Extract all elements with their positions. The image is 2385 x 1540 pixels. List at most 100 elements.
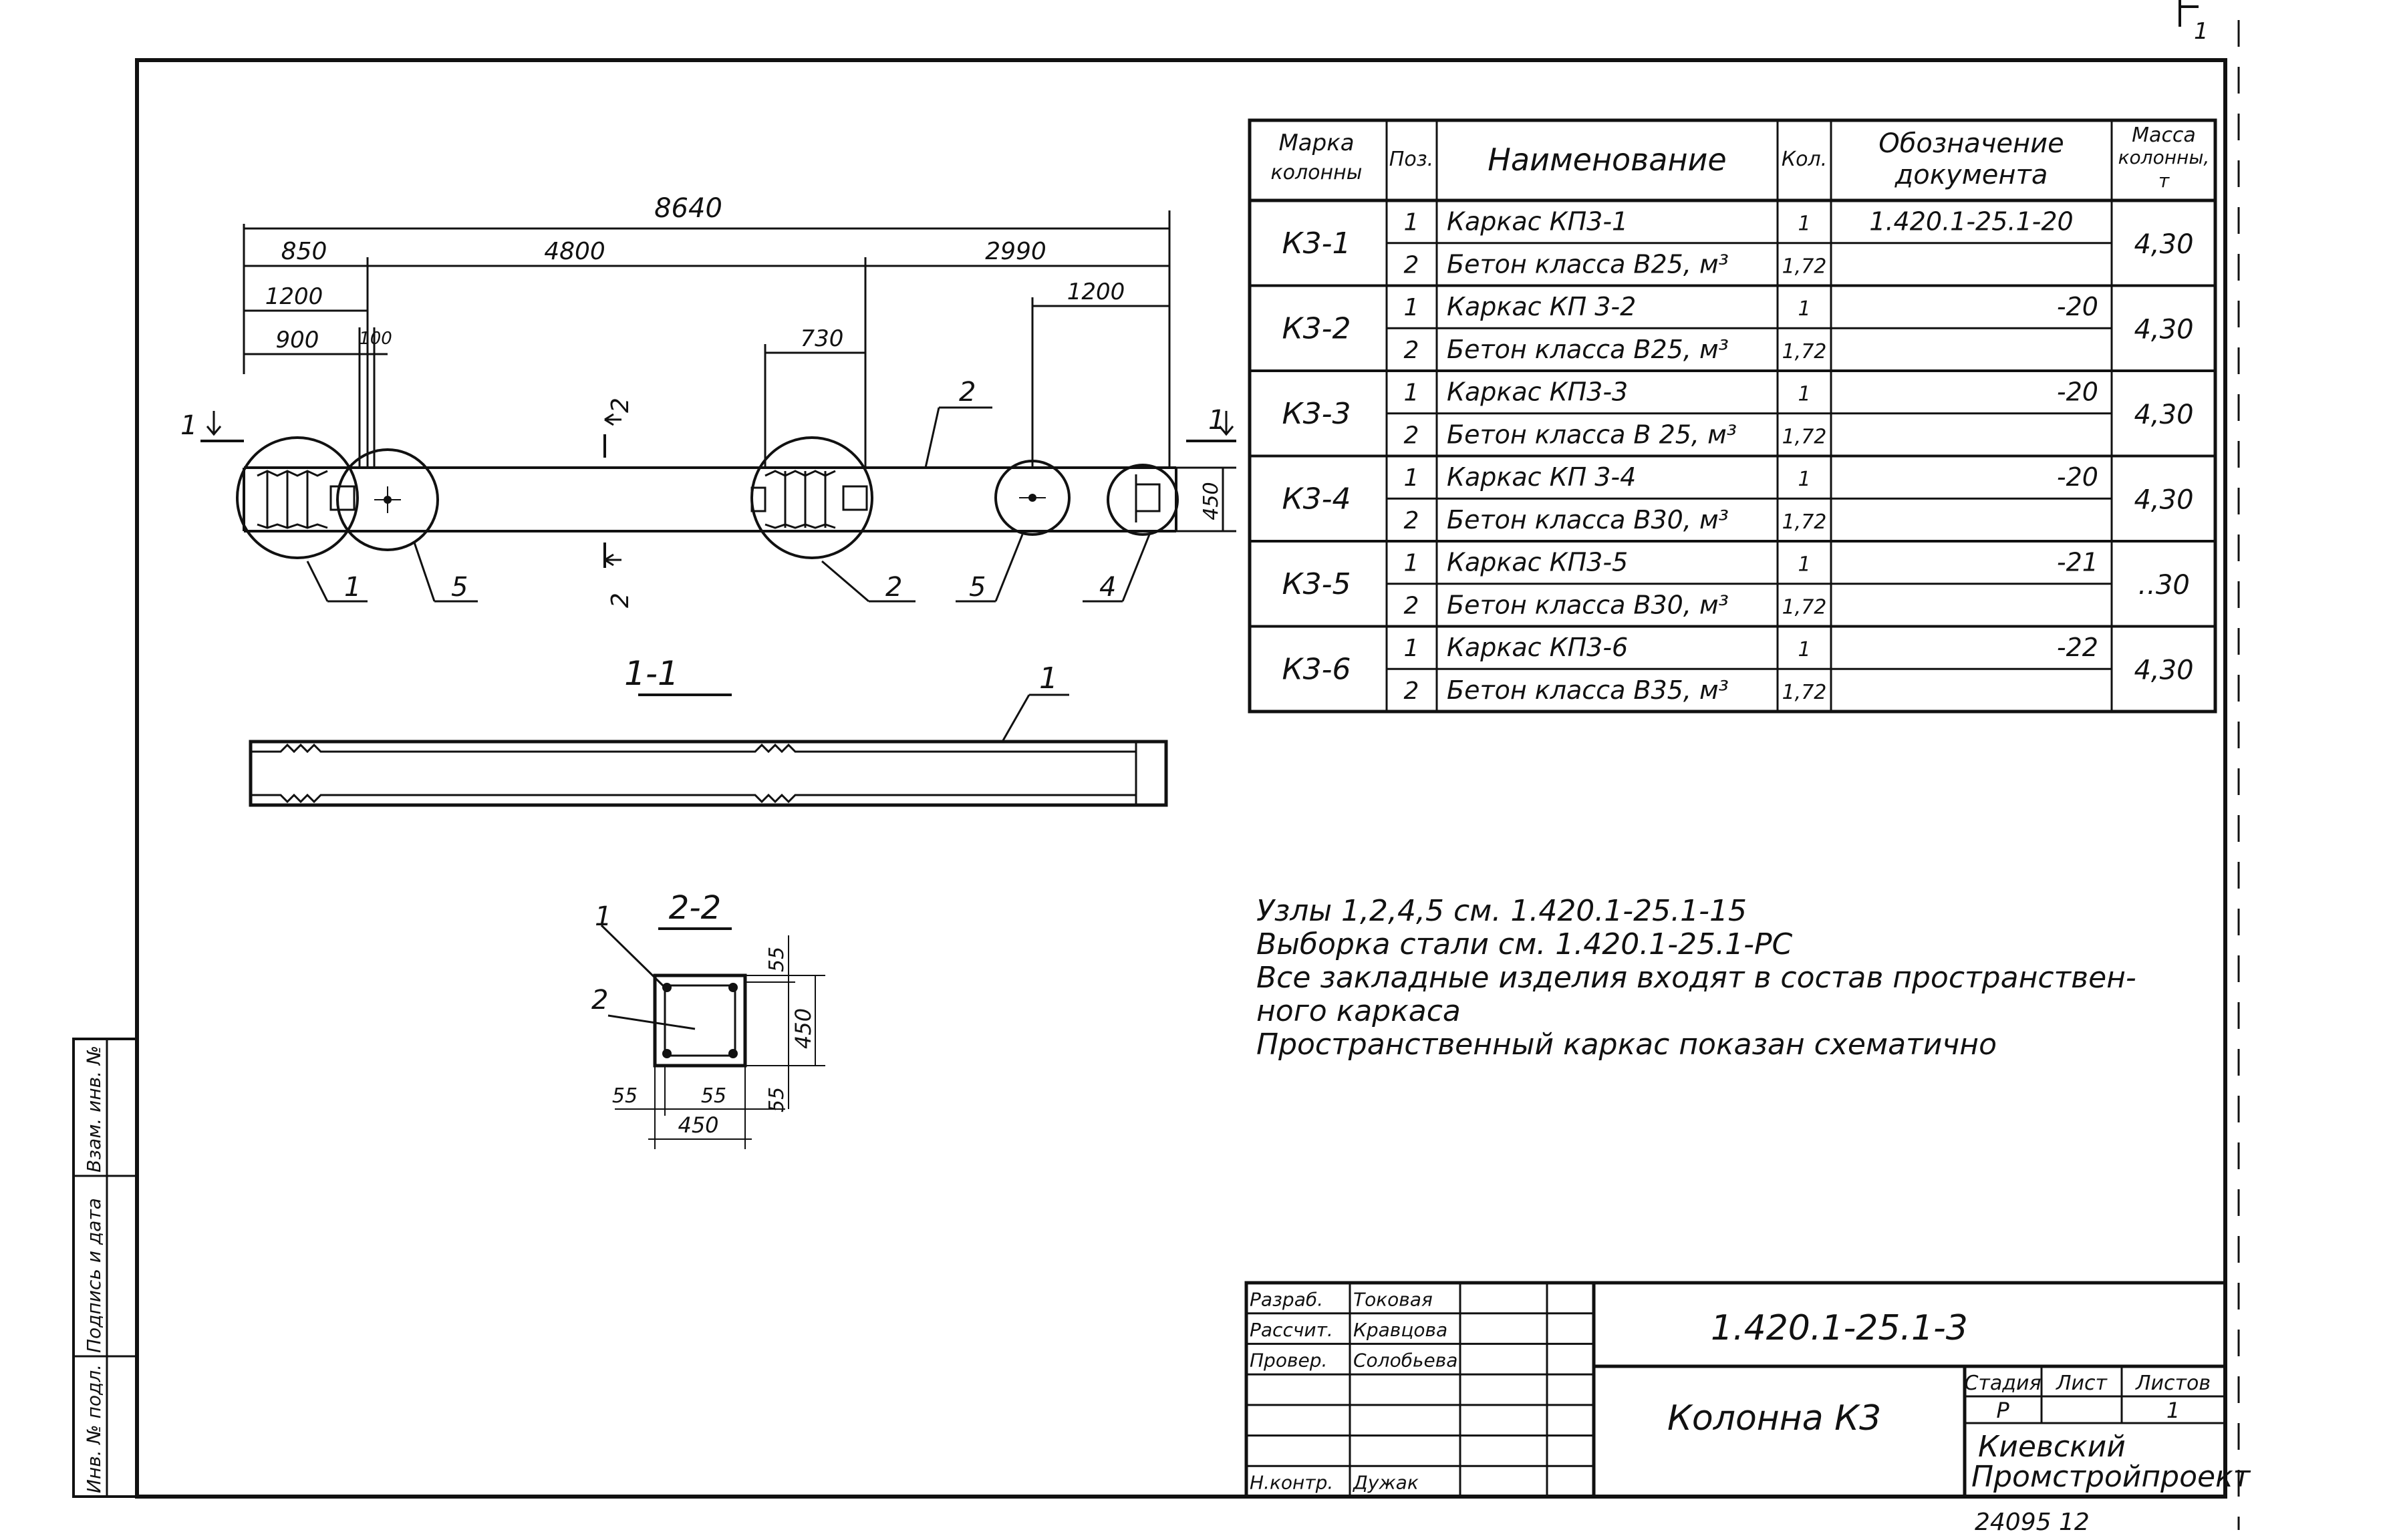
dim-seg-b: 4800 <box>544 238 605 265</box>
callout-2: 2 <box>885 572 902 603</box>
org-line-1: Киевский <box>1978 1430 2126 1464</box>
spec-doc: -20 <box>2057 377 2098 407</box>
section-2-2-pos1: 1 <box>595 901 611 932</box>
spec-pos: 1 <box>1404 635 1419 662</box>
tb-role: Н.контр. <box>1250 1472 1333 1494</box>
spec-name: Бетон класса В 25, м³ <box>1447 420 1737 449</box>
archive-number: 24095 12 <box>1975 1509 2090 1536</box>
cut2-top-label: 2 <box>607 398 634 413</box>
dim-900: 900 <box>276 327 319 353</box>
section-2-2-pos2: 2 <box>591 985 608 1016</box>
hdr-pos: Поз. <box>1389 148 1433 171</box>
spec-pos: 2 <box>1404 251 1419 279</box>
spec-pos: 2 <box>1404 422 1419 449</box>
dim-overall: 8640 <box>654 193 722 224</box>
spec-name: Бетон класса В30, м³ <box>1447 590 1729 619</box>
spec-mark: К3-6 <box>1282 652 1351 686</box>
hdr-mark-1: Марка <box>1278 130 1354 156</box>
cut1-right-label: 1 <box>1208 405 1225 436</box>
spec-table: Марка колонны Поз. Наименование Кол. Обо… <box>1248 118 2217 714</box>
spec-qty: 1 <box>1798 553 1810 577</box>
spec-mass: 4,30 <box>2134 655 2193 685</box>
spec-pos: 1 <box>1404 464 1419 492</box>
node-circle-1 <box>236 436 359 559</box>
spec-pos: 1 <box>1404 379 1419 407</box>
spec-name: Каркас КП 3-2 <box>1447 292 1636 321</box>
spec-pos: 1 <box>1404 209 1419 237</box>
spec-qty: 1,72 <box>1782 681 1827 704</box>
spec-mark: К3-2 <box>1282 311 1351 345</box>
note-4: ного каркаса <box>1256 994 1461 1028</box>
tb-name: Солобьева <box>1353 1350 1457 1372</box>
note-2: Выборка стали см. 1.420.1-25.1-РС <box>1256 927 1792 961</box>
spec-qty: 1,72 <box>1782 510 1827 534</box>
spec-name: Бетон класса В35, м³ <box>1447 675 1729 705</box>
drawing-title: Колонна К3 <box>1667 1398 1881 1438</box>
hdr-mass-2: колонны, <box>2118 146 2210 168</box>
node-circle-4 <box>1107 464 1179 536</box>
dim-100: 100 <box>359 329 392 349</box>
section-2-2-d55-mid: 55 <box>701 1084 726 1108</box>
spec-name: Каркас КП3-5 <box>1447 548 1628 577</box>
callout-1: 1 <box>344 572 361 603</box>
spec-doc: -20 <box>2057 462 2098 492</box>
section-2-2-title: 2-2 <box>669 889 721 927</box>
hdr-mark-2: колонны <box>1271 161 1363 184</box>
spec-qty: 1,72 <box>1782 595 1827 619</box>
callout-5-right: 5 <box>969 572 986 603</box>
tb-name: Кравцова <box>1353 1319 1447 1341</box>
sheets-label: Листов <box>2135 1372 2211 1395</box>
spec-qty: 1,72 <box>1782 425 1827 448</box>
hdr-doc-2: документа <box>1895 160 2048 190</box>
node-circle-5-left <box>336 448 439 551</box>
pos2-top-label: 2 <box>959 377 976 408</box>
corner-mark: 1 <box>2194 18 2209 45</box>
elevation-dimensions: 8640 850 4800 2990 1200 900 100 730 1200… <box>243 193 1236 532</box>
side-stamp: Инв. № подл. Подпись и дата Взам. инв. № <box>72 1038 138 1498</box>
spec-pos: 2 <box>1404 592 1419 619</box>
section-1-1-title: 1-1 <box>624 654 679 693</box>
org-line-2: Промстройпроект <box>1971 1460 2251 1494</box>
callout-4: 4 <box>1099 572 1116 603</box>
tb-name: Токовая <box>1353 1288 1433 1310</box>
callout-5-left: 5 <box>451 572 468 603</box>
spec-qty: 1,72 <box>1782 255 1827 278</box>
column-elevation: 2 2 1 1 2 1 5 2 5 4 <box>180 377 1236 608</box>
dim-450: 450 <box>1200 482 1223 520</box>
sheet-label: Лист <box>2056 1372 2108 1395</box>
stamp-podpis-data: Подпись и дата <box>83 1198 105 1353</box>
note-3: Все закладные изделия входят в состав пр… <box>1256 961 2136 995</box>
sheet-frame <box>135 58 2227 1499</box>
spec-doc: -22 <box>2057 633 2098 662</box>
spec-mass: ‥30 <box>2138 570 2190 601</box>
section-2-2-d450-horiz: 450 <box>678 1112 718 1138</box>
spec-mass: 4,30 <box>2134 484 2193 515</box>
section-2-2-d55-left: 55 <box>612 1084 638 1108</box>
spec-name: Каркас КП3-3 <box>1447 377 1628 407</box>
spec-mass: 4,30 <box>2134 314 2193 345</box>
section-2-2: 2-2 1 2 55 450 55 55 55 450 <box>591 889 825 1149</box>
hdr-mass-1: Масса <box>2132 124 2196 147</box>
spec-name: Каркас КП3-6 <box>1447 633 1628 662</box>
section-2-2-d450-vert: 450 <box>791 1008 816 1049</box>
cut2-bottom-label: 2 <box>607 593 634 608</box>
dim-seg-a: 850 <box>281 238 327 265</box>
spec-name: Каркас КП3-1 <box>1447 207 1628 237</box>
section-1-1-pos: 1 <box>1039 661 1058 696</box>
dim-1200-right: 1200 <box>1067 279 1125 305</box>
node-circle-5-right <box>994 460 1071 536</box>
spec-doc: -21 <box>2057 548 2098 577</box>
spec-name: Бетон класса В25, м³ <box>1447 335 1729 364</box>
dim-seg-c: 2990 <box>985 238 1046 265</box>
spec-name: Бетон класса В30, м³ <box>1447 505 1729 534</box>
title-block: Разраб.ТоковаяРассчит.КравцоваПровер.Сол… <box>1244 1281 2251 1536</box>
tb-role: Разраб. <box>1250 1288 1323 1310</box>
spec-qty: 1 <box>1798 212 1810 236</box>
stage-label: Стадия <box>1964 1372 2041 1395</box>
note-5: Пространственный каркас показан схематич… <box>1256 1028 1997 1062</box>
tb-role: Провер. <box>1250 1350 1327 1372</box>
designation: 1.420.1-25.1-3 <box>1711 1308 1968 1348</box>
spec-name: Каркас КП 3-4 <box>1447 462 1636 492</box>
stamp-vzam-inv: Взам. инв. № <box>83 1046 105 1173</box>
